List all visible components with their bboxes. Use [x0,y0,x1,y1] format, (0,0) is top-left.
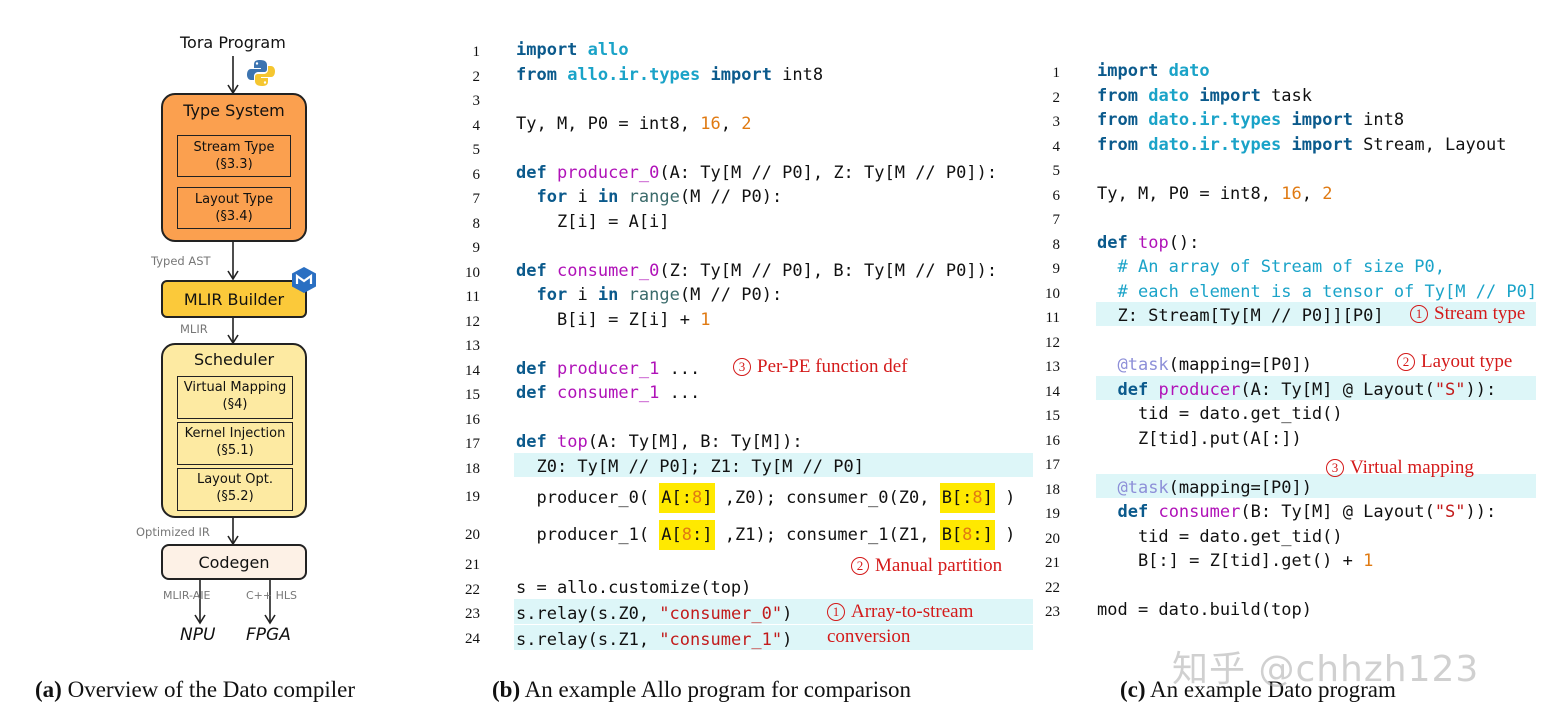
fpga-target: FPGA [246,625,291,645]
allo-line-numbers-tail: 21 22 23 24 [465,557,480,647]
allo-code-top: import allo from allo.ir.types import in… [516,40,998,477]
allo-code-line-20: producer_1( A[8:] ,Z1); consumer_1(Z1, B… [516,520,1015,550]
array-to-stream-annotation-line2: conversion [827,626,911,647]
line-24-highlight [514,625,1033,650]
dato-code: import dato from dato import task from d… [1097,61,1538,620]
line-23-highlight [514,599,1033,624]
caption-c: (c) An example Dato program [1120,677,1396,702]
stream-type-box: Stream Type (§3.3) [177,135,291,177]
type-system-title: Type System [183,101,285,120]
scheduler-title: Scheduler [193,350,275,369]
allo-line-number-20: 20 [465,527,480,543]
allo-code-line-19: producer_0( A[:8] ,Z0); consumer_0(Z0, B… [516,483,1015,513]
mlir-logo-icon [292,267,316,293]
codegen-title: Codegen [198,553,270,572]
caption-a: (a) Overview of the Dato compiler [35,677,355,702]
line-18-highlight-c [1096,474,1536,498]
type-system-box: Type System Stream Type (§3.3) Layout Ty… [161,93,307,242]
allo-line-numbers: 1 2 3 4 5 6 7 8 9 10 11 12 13 14 15 16 1… [465,44,480,477]
allo-code-bottom: s = allo.customize(top) s.relay(s.Z0, "c… [516,578,793,650]
typed-ast-label: Typed AST [151,254,211,268]
mlir-aie-label: MLIR-AIE [163,589,211,602]
mlir-edge-label: MLIR [180,322,208,336]
python-icon [247,60,275,86]
watermark: 知乎 @chhzh123 [1172,649,1480,690]
layout-type-box: Layout Type (§3.4) [177,187,291,229]
npu-target: NPU [180,625,216,645]
line-14-highlight [1096,376,1536,400]
kernel-injection-box: Kernel Injection (§5.1) [177,422,293,465]
dato-line-numbers: 1 2 3 4 5 6 7 8 9 10 11 12 13 14 15 16 1… [1045,65,1060,620]
layout-opt-box: Layout Opt. (§5.2) [177,468,293,511]
tora-program-label: Tora Program [180,33,286,52]
line-18-highlight [514,453,1033,477]
virtual-mapping-box: Virtual Mapping (§4) [177,376,293,419]
mlir-builder-box: MLIR Builder [161,280,307,318]
mlir-builder-title: MLIR Builder [183,290,285,309]
codegen-box: Codegen [161,544,307,580]
optimized-ir-label: Optimized IR [136,525,210,539]
line-11-highlight [1096,302,1536,326]
caption-b: (b) An example Allo program for comparis… [492,677,912,702]
cpp-hls-label: C++ HLS [246,589,297,602]
allo-line-number-19: 19 [465,489,480,505]
scheduler-box: Scheduler Virtual Mapping (§4) Kernel In… [161,343,307,518]
